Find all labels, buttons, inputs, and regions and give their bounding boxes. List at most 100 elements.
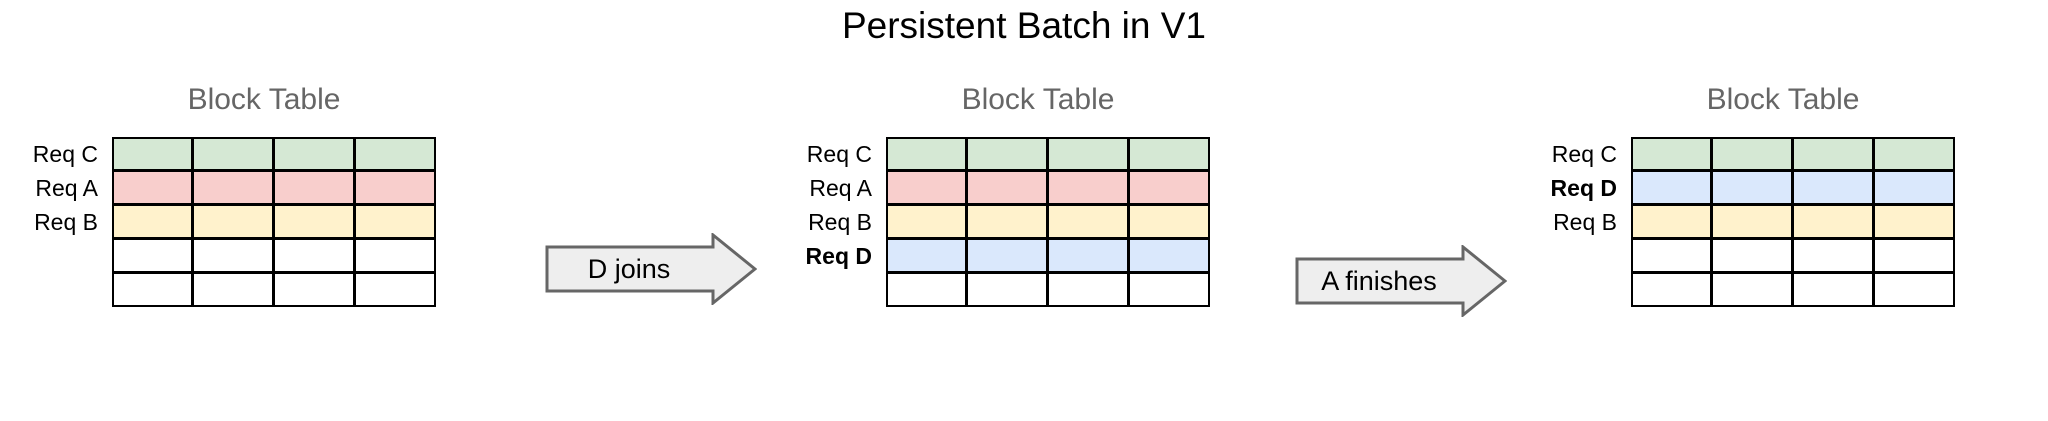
block-row-cells bbox=[112, 273, 436, 307]
block-cell bbox=[1874, 273, 1955, 307]
block-cell bbox=[112, 171, 193, 205]
block-cell bbox=[1129, 171, 1210, 205]
block-cell bbox=[1874, 137, 1955, 171]
row-label-req-d: Req D bbox=[1550, 174, 1617, 201]
block-cell bbox=[1874, 205, 1955, 239]
block-cell bbox=[274, 239, 355, 273]
row-label-req-a: Req A bbox=[35, 174, 98, 201]
block-row-cells bbox=[112, 137, 436, 171]
arrow-shape-icon bbox=[545, 233, 757, 305]
block-row-cells bbox=[1631, 205, 1955, 239]
arrow-shape-icon bbox=[1295, 245, 1507, 317]
table-row: Req B bbox=[1523, 205, 1955, 239]
block-cell bbox=[112, 137, 193, 171]
row-label-req-b: Req B bbox=[808, 208, 872, 235]
block-cell bbox=[1048, 273, 1129, 307]
panel-title: Block Table bbox=[187, 83, 341, 116]
table-row bbox=[1523, 239, 1955, 273]
block-cell bbox=[193, 171, 274, 205]
block-cell bbox=[1048, 239, 1129, 273]
block-cell bbox=[1874, 239, 1955, 273]
block-cell bbox=[112, 205, 193, 239]
block-cell bbox=[1793, 239, 1874, 273]
row-label-req-c: Req C bbox=[32, 140, 98, 167]
block-cell bbox=[274, 273, 355, 307]
block-cell bbox=[355, 171, 436, 205]
table-row: Req C bbox=[778, 137, 1210, 171]
block-row-cells bbox=[1631, 273, 1955, 307]
block-cell bbox=[1793, 205, 1874, 239]
block-cell bbox=[274, 171, 355, 205]
block-cell bbox=[1631, 273, 1712, 307]
block-cell bbox=[967, 273, 1048, 307]
block-cell bbox=[274, 205, 355, 239]
block-cell bbox=[355, 239, 436, 273]
block-cell bbox=[1712, 273, 1793, 307]
block-table-grid: Req C Req A Req B Req D bbox=[778, 137, 1210, 307]
block-cell bbox=[112, 239, 193, 273]
table-row bbox=[1523, 273, 1955, 307]
block-cell bbox=[1048, 205, 1129, 239]
block-cell bbox=[355, 273, 436, 307]
block-row-cells bbox=[112, 239, 436, 273]
block-row-cells bbox=[886, 239, 1210, 273]
block-cell bbox=[1129, 205, 1210, 239]
block-cell bbox=[1129, 239, 1210, 273]
block-cell bbox=[355, 205, 436, 239]
block-cell bbox=[193, 239, 274, 273]
block-cell bbox=[886, 239, 967, 273]
block-cell bbox=[112, 273, 193, 307]
block-cell bbox=[967, 239, 1048, 273]
table-row bbox=[778, 273, 1210, 307]
block-cell bbox=[1631, 171, 1712, 205]
block-cell bbox=[1631, 137, 1712, 171]
block-cell bbox=[193, 137, 274, 171]
page-title: Persistent Batch in V1 bbox=[841, 5, 1207, 46]
block-cell bbox=[967, 205, 1048, 239]
block-cell bbox=[1874, 171, 1955, 205]
block-row-cells bbox=[112, 205, 436, 239]
block-row-cells bbox=[1631, 137, 1955, 171]
panel-title: Block Table bbox=[1706, 83, 1860, 116]
block-cell bbox=[886, 171, 967, 205]
block-cell bbox=[1712, 171, 1793, 205]
block-cell bbox=[193, 273, 274, 307]
block-row-cells bbox=[112, 171, 436, 205]
table-row: Req B bbox=[778, 205, 1210, 239]
block-cell bbox=[1712, 137, 1793, 171]
block-cell bbox=[355, 137, 436, 171]
table-row bbox=[4, 239, 436, 273]
block-cell bbox=[1631, 205, 1712, 239]
block-cell bbox=[967, 137, 1048, 171]
block-cell bbox=[1048, 137, 1129, 171]
block-cell bbox=[886, 137, 967, 171]
table-row: Req A bbox=[4, 171, 436, 205]
table-row bbox=[4, 273, 436, 307]
table-row: Req D bbox=[1523, 171, 1955, 205]
block-cell bbox=[967, 171, 1048, 205]
block-row-cells bbox=[886, 137, 1210, 171]
row-label-req-b: Req B bbox=[34, 208, 98, 235]
block-row-cells bbox=[886, 273, 1210, 307]
panel-title: Block Table bbox=[961, 83, 1115, 116]
row-label-req-c: Req C bbox=[1551, 140, 1617, 167]
block-cell bbox=[1631, 239, 1712, 273]
block-cell bbox=[1793, 171, 1874, 205]
table-row: Req A bbox=[778, 171, 1210, 205]
block-cell bbox=[274, 137, 355, 171]
transition-arrow-d-joins: D joins bbox=[545, 233, 757, 305]
block-cell bbox=[193, 205, 274, 239]
row-label-req-c: Req C bbox=[806, 140, 872, 167]
block-cell bbox=[1129, 273, 1210, 307]
block-row-cells bbox=[886, 171, 1210, 205]
table-row: Req C bbox=[1523, 137, 1955, 171]
block-table-grid: Req C Req A Req B bbox=[4, 137, 436, 307]
block-row-cells bbox=[1631, 171, 1955, 205]
block-cell bbox=[1048, 171, 1129, 205]
block-cell bbox=[886, 205, 967, 239]
table-row: Req D bbox=[778, 239, 1210, 273]
block-cell bbox=[1712, 239, 1793, 273]
block-cell bbox=[1793, 273, 1874, 307]
block-row-cells bbox=[1631, 239, 1955, 273]
